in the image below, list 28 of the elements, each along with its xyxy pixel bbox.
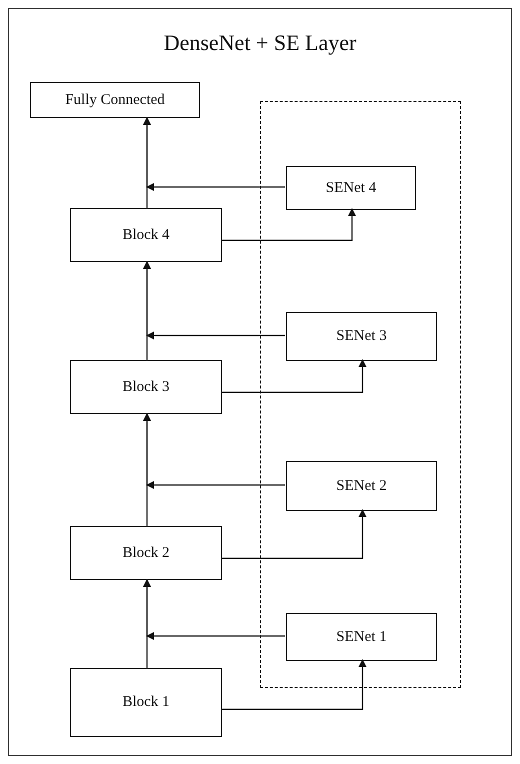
arrow <box>143 118 285 191</box>
arrow <box>222 509 366 559</box>
process-box <box>30 82 200 118</box>
process-box <box>70 208 222 262</box>
process-box <box>286 166 416 210</box>
box-label: SENet 1 <box>336 628 387 646</box>
dashed-group-box <box>260 101 461 688</box>
box-label: Block 1 <box>122 694 170 711</box>
arrow <box>222 359 366 393</box>
process-box <box>286 312 437 361</box>
box-label: Block 4 <box>122 226 170 244</box>
process-box <box>286 613 437 661</box>
diagram-title: DenseNet + SE Layer <box>162 30 358 56</box>
process-box <box>70 360 222 414</box>
box-label: SENet 2 <box>336 478 387 494</box>
arrow <box>222 208 356 241</box>
box-label: Block 2 <box>122 544 170 562</box>
arrow <box>222 659 366 710</box>
arrow <box>143 580 285 640</box>
process-box <box>70 526 222 580</box>
process-box <box>70 668 222 737</box>
box-label: SENet 3 <box>336 328 387 345</box>
box-label: Fully Connected <box>65 92 165 108</box>
arrow <box>143 414 285 489</box>
box-label: Block 3 <box>122 378 170 396</box>
box-label: SENet 4 <box>326 180 376 196</box>
arrow <box>143 262 285 340</box>
process-box <box>286 461 437 511</box>
